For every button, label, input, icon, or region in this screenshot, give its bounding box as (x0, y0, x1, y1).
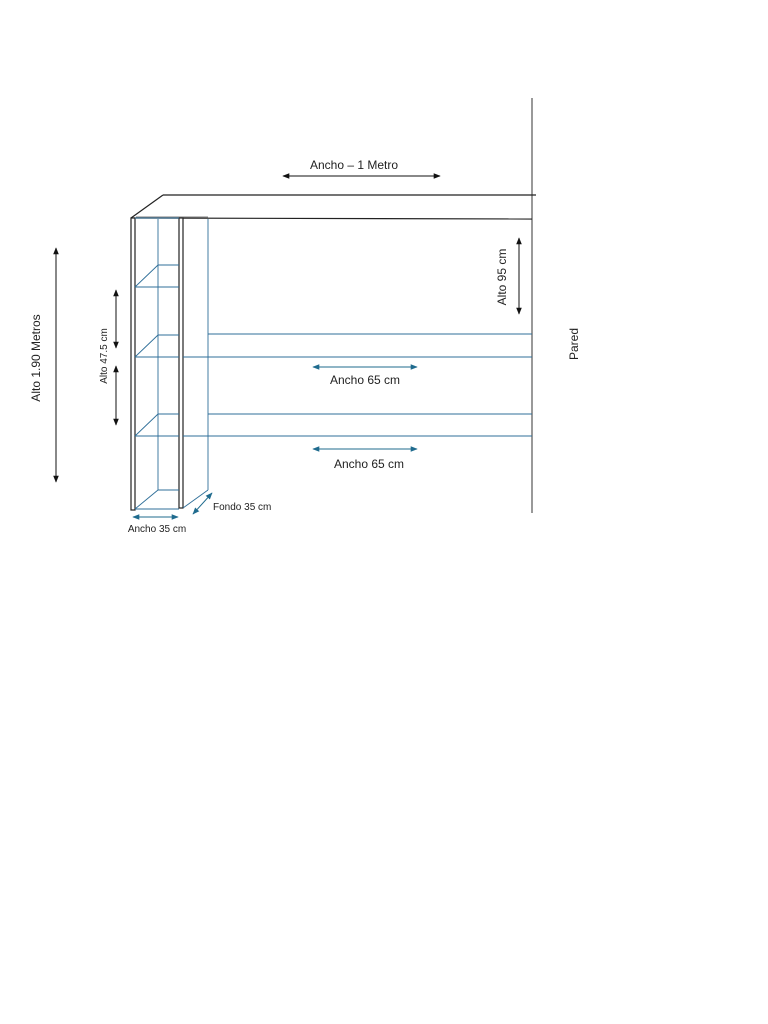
label-alto-95: Alto 95 cm (495, 249, 509, 306)
label-alto-modulo: Alto 47.5 cm (99, 328, 110, 384)
label-pared: Pared (567, 328, 581, 360)
dimension-arrows (53, 173, 522, 520)
divider-depth-bottom (182, 489, 209, 509)
left-outer-panel (130, 217, 136, 511)
left-divider-panel (178, 217, 184, 509)
left-panels (130, 217, 209, 511)
dimension-labels: Ancho – 1 Metro Alto 1.90 Metros Alto 47… (29, 158, 581, 535)
label-ancho-65-bottom: Ancho 65 cm (334, 457, 404, 471)
label-ancho-65-top: Ancho 65 cm (330, 373, 400, 387)
cubby-shelf-bottom (134, 489, 179, 510)
top-board-front-edge (130, 217, 533, 220)
top-board-side-edge (130, 194, 164, 219)
label-ancho-metro: Ancho – 1 Metro (310, 158, 398, 172)
long-shelves (183, 333, 532, 437)
label-ancho-35: Ancho 35 cm (128, 524, 186, 535)
cubby-shelf-3 (134, 413, 179, 437)
label-fondo: Fondo 35 cm (213, 502, 271, 513)
arrow-fondo (192, 492, 213, 515)
top-board (130, 194, 536, 220)
cubby-shelf-1 (134, 264, 179, 288)
label-alto-total: Alto 1.90 Metros (29, 314, 43, 401)
cubby-shelf-2 (134, 334, 179, 358)
cubby-shelves (134, 217, 179, 510)
